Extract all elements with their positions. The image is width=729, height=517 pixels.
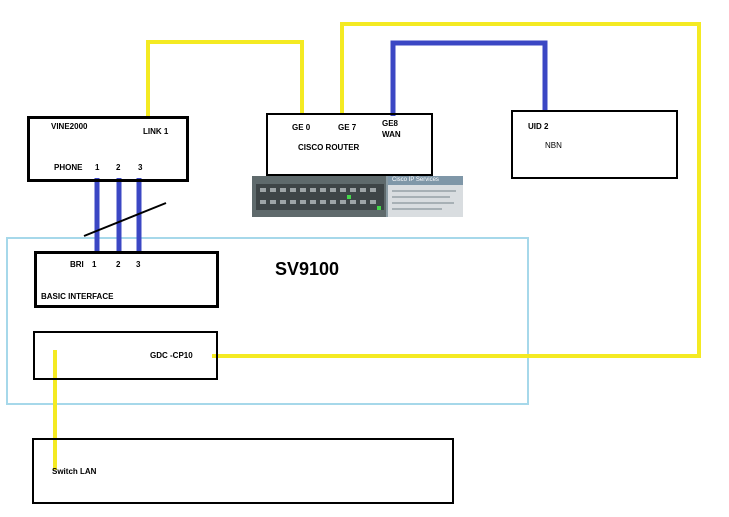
bri-port-1: 1 <box>92 260 97 269</box>
vine-port-2: 2 <box>116 163 121 172</box>
bri-port-2: 2 <box>116 260 121 269</box>
bri-label: BRI <box>70 260 84 269</box>
vine-link-label: LINK 1 <box>143 127 169 136</box>
sv9100-frame <box>6 237 529 405</box>
yellow-wire-ge7-gdc <box>212 22 701 358</box>
cisco-router-box <box>266 113 433 176</box>
gdc-cp10-box <box>33 331 218 380</box>
router-port-panel <box>256 184 384 210</box>
bundle-slash-mark <box>83 202 167 237</box>
cisco-router-photo: Cisco IP Services <box>252 176 463 217</box>
vine2000-box <box>27 116 189 182</box>
router-ge7-label: GE 7 <box>338 123 357 132</box>
router-photo-title: Cisco IP Services <box>392 177 439 183</box>
sv9100-title: SV9100 <box>275 259 340 279</box>
vine2000-label: VINE2000 <box>51 122 88 131</box>
blue-wire-wan-nbn <box>390 40 548 116</box>
nbn-uid-label: UID 2 <box>528 122 549 131</box>
vine-port-3: 3 <box>138 163 143 172</box>
router-info-panel: Cisco IP Services <box>386 176 463 217</box>
gdc-cp10-label: GDC -CP10 <box>150 351 193 360</box>
vine-phone-label: PHONE <box>54 163 83 172</box>
nbn-box <box>511 110 678 179</box>
router-name-label: CISCO ROUTER <box>298 143 360 152</box>
basic-interface-box <box>34 251 219 308</box>
basic-interface-label: BASIC INTERFACE <box>41 292 114 301</box>
nbn-label: NBN <box>545 141 562 150</box>
router-ge0-label: GE 0 <box>292 123 311 132</box>
router-wan-label: WAN <box>382 130 401 139</box>
switch-lan-box <box>32 438 454 504</box>
router-ge8-label: GE8 <box>382 119 399 128</box>
switch-lan-label: Switch LAN <box>52 467 97 476</box>
vine-port-1: 1 <box>95 163 100 172</box>
bri-port-3: 3 <box>136 260 141 269</box>
yellow-wire-link1-ge0 <box>146 40 304 116</box>
